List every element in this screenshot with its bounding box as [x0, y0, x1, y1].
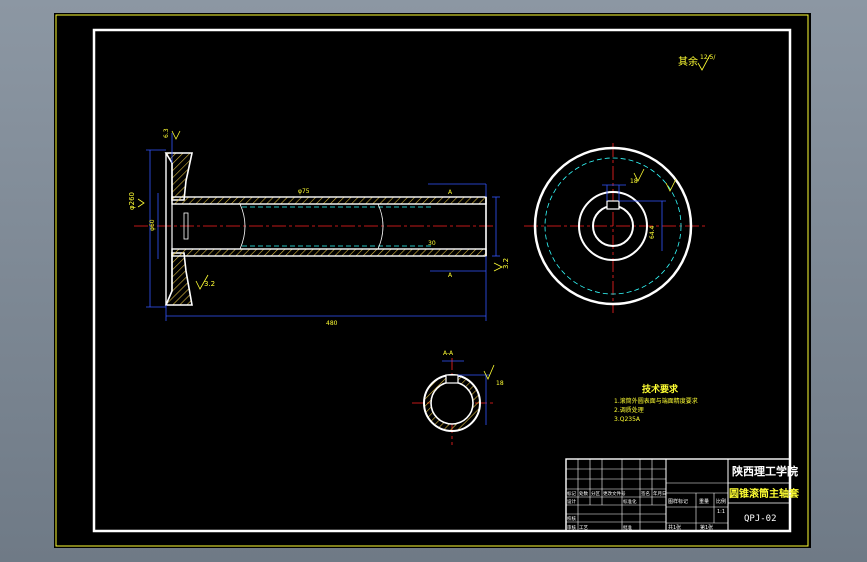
craft-label: 工艺: [579, 525, 588, 531]
tech-req-item-3: 3.Q235A: [614, 416, 641, 423]
dim-key-width: 18: [630, 178, 638, 185]
header-sign: 签名: [641, 490, 650, 497]
section-label: A-A: [443, 350, 454, 357]
header-count: 处数: [579, 490, 588, 497]
cad-viewport[interactable]: 其余 12.5/: [54, 13, 811, 548]
dim-flange-thk: 30: [428, 240, 436, 247]
dim-bore-dia: φ60: [149, 219, 156, 231]
engineering-drawing: 其余 12.5/: [55, 14, 809, 547]
weight-label: 重量: [699, 498, 709, 505]
header-zone: 分区: [591, 490, 600, 497]
main-section-view: φ260 φ60 480 A A φ75 30 3.2 3.2 6.3: [128, 128, 510, 327]
dim-section-ref-top: A: [448, 189, 453, 196]
tech-req-item-2: 2.调质处理: [614, 406, 644, 414]
approve-label: 批准: [623, 524, 632, 531]
dim-length: 480: [326, 320, 338, 327]
section-aa-view: A-A 18: [412, 350, 504, 445]
row-label-design: 设计: [567, 498, 576, 505]
dim-key-depth: 64.4: [649, 225, 656, 239]
row-label-review: 审核: [567, 524, 576, 531]
title-block-text: 陕西理工学院 圆锥滚筒主轴套 QPJ-02 1:1 图样标记 重量 比例 共1张…: [567, 464, 800, 531]
outer-frame: [55, 14, 809, 547]
dim-outer-dia: φ75: [298, 188, 310, 195]
tech-req-item-1: 1.滚筒外圆表面与端面精度要求: [614, 397, 698, 405]
scale-label: 比例: [716, 498, 726, 505]
technical-requirements: 技术要求 1.滚筒外圆表面与端面精度要求 2.调质处理 3.Q235A: [614, 383, 698, 423]
scale-value: 1:1: [717, 509, 725, 515]
sheet-no: 第1张: [700, 524, 713, 531]
school-name: 陕西理工学院: [732, 464, 798, 478]
roughness-right: 3.2: [502, 258, 510, 269]
material-label: 图样标记: [668, 498, 688, 505]
sheet-total: 共1张: [668, 524, 681, 531]
title-block: [565, 458, 791, 532]
std-label: 标准化: [623, 498, 637, 505]
part-name: 圆锥滚筒主轴套: [729, 487, 800, 500]
row-label-check: 校核: [567, 515, 576, 522]
tech-req-title: 技术要求: [642, 383, 679, 395]
section-dim: 18: [496, 380, 504, 387]
roughness-rest-value: 12.5/: [700, 54, 716, 61]
header-date: 年月日: [653, 490, 667, 497]
inner-border: [92, 28, 792, 533]
roughness-flange: 3.2: [204, 280, 215, 288]
dim-flange-dia: φ260: [128, 192, 136, 210]
end-view: 64.4 18: [524, 143, 706, 313]
drawing-number: QPJ-02: [744, 514, 777, 524]
roughness-top: 6.3: [163, 128, 170, 138]
dim-section-ref-bottom: A: [448, 272, 453, 279]
header-docno: 更改文件号: [603, 490, 626, 497]
roughness-rest-note: 其余 12.5/: [678, 54, 716, 71]
roughness-rest-label: 其余: [678, 55, 698, 68]
row-label-mark: 标记: [567, 490, 576, 497]
